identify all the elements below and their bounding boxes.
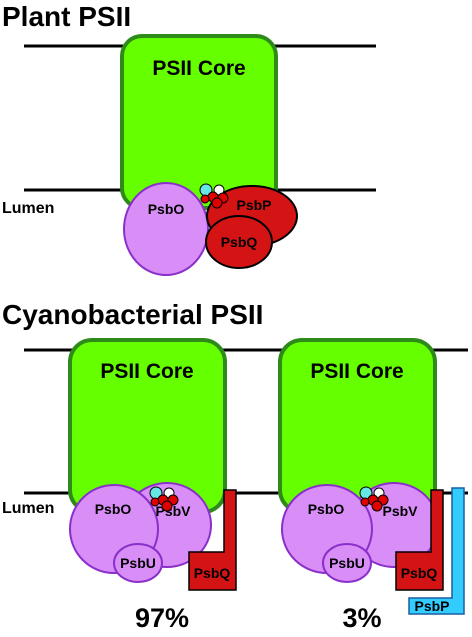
- plant-mn-cluster: [199, 183, 229, 209]
- cyano-right-psbp-subunit: [408, 487, 465, 615]
- plant-psbo-subunit: [123, 182, 209, 276]
- plant-lumen-label: Lumen: [2, 200, 54, 217]
- cyano-right-psbq-subunit: [395, 489, 444, 591]
- plant-psbq-subunit: [205, 215, 273, 269]
- cyano-right-psbq-label: PsbQ: [401, 565, 438, 581]
- plant-heading: Plant PSII: [2, 1, 131, 32]
- mn-atom-red: [360, 497, 370, 507]
- mn-atom-red: [161, 500, 173, 512]
- cyano-left-psbq-label: PsbQ: [194, 565, 231, 581]
- cyano-right-psbv-label: PsbV: [382, 503, 418, 519]
- cyano-right-complex: PSII Core PsbP PsbO PsbV PsbU PsbQ: [278, 338, 465, 633]
- cyano-right-psbo-label: PsbO: [308, 501, 345, 517]
- mn-atom-red: [150, 497, 160, 507]
- cyano-psii-panel: Cyanobacterial PSII Lumen PSII Core PsbO…: [2, 299, 468, 633]
- cyano-left-mn-cluster: [149, 486, 179, 512]
- mn-atom-red: [200, 194, 210, 204]
- plant-psbo-label: PsbO: [148, 201, 185, 217]
- cyano-left-psbu-subunit: [113, 543, 163, 583]
- cyano-right-psbu-subunit: [322, 543, 372, 583]
- plant-psbq-label: PsbQ: [221, 234, 258, 250]
- mn-atom-red: [211, 197, 223, 209]
- plant-core-label: PSII Core: [152, 57, 245, 80]
- plant-psii-panel: Plant PSII PSII Core Lumen PsbO PsbP Psb…: [2, 1, 376, 276]
- plant-psbp-label: PsbP: [236, 197, 271, 213]
- cyano-left-percent: 97%: [135, 603, 189, 632]
- cyano-left-complex: PSII Core PsbO PsbV PsbU PsbQ 97%: [68, 338, 237, 633]
- cyano-left-psbo-label: PsbO: [95, 501, 132, 517]
- cyano-left-core-label: PSII Core: [100, 360, 193, 383]
- cyano-right-mn-cluster: [359, 486, 389, 512]
- cyano-right-psbu-label: PsbU: [329, 555, 365, 571]
- cyano-heading: Cyanobacterial PSII: [2, 299, 263, 330]
- cyano-right-percent: 3%: [342, 603, 381, 632]
- cyano-right-core-label: PSII Core: [310, 360, 403, 383]
- cyano-right-psbp-label: PsbP: [414, 598, 449, 614]
- cyano-left-psbq-subunit: [188, 489, 237, 591]
- cyano-lumen-label: Lumen: [2, 500, 54, 517]
- cyano-left-psbu-label: PsbU: [120, 555, 156, 571]
- mn-atom-red: [371, 500, 383, 512]
